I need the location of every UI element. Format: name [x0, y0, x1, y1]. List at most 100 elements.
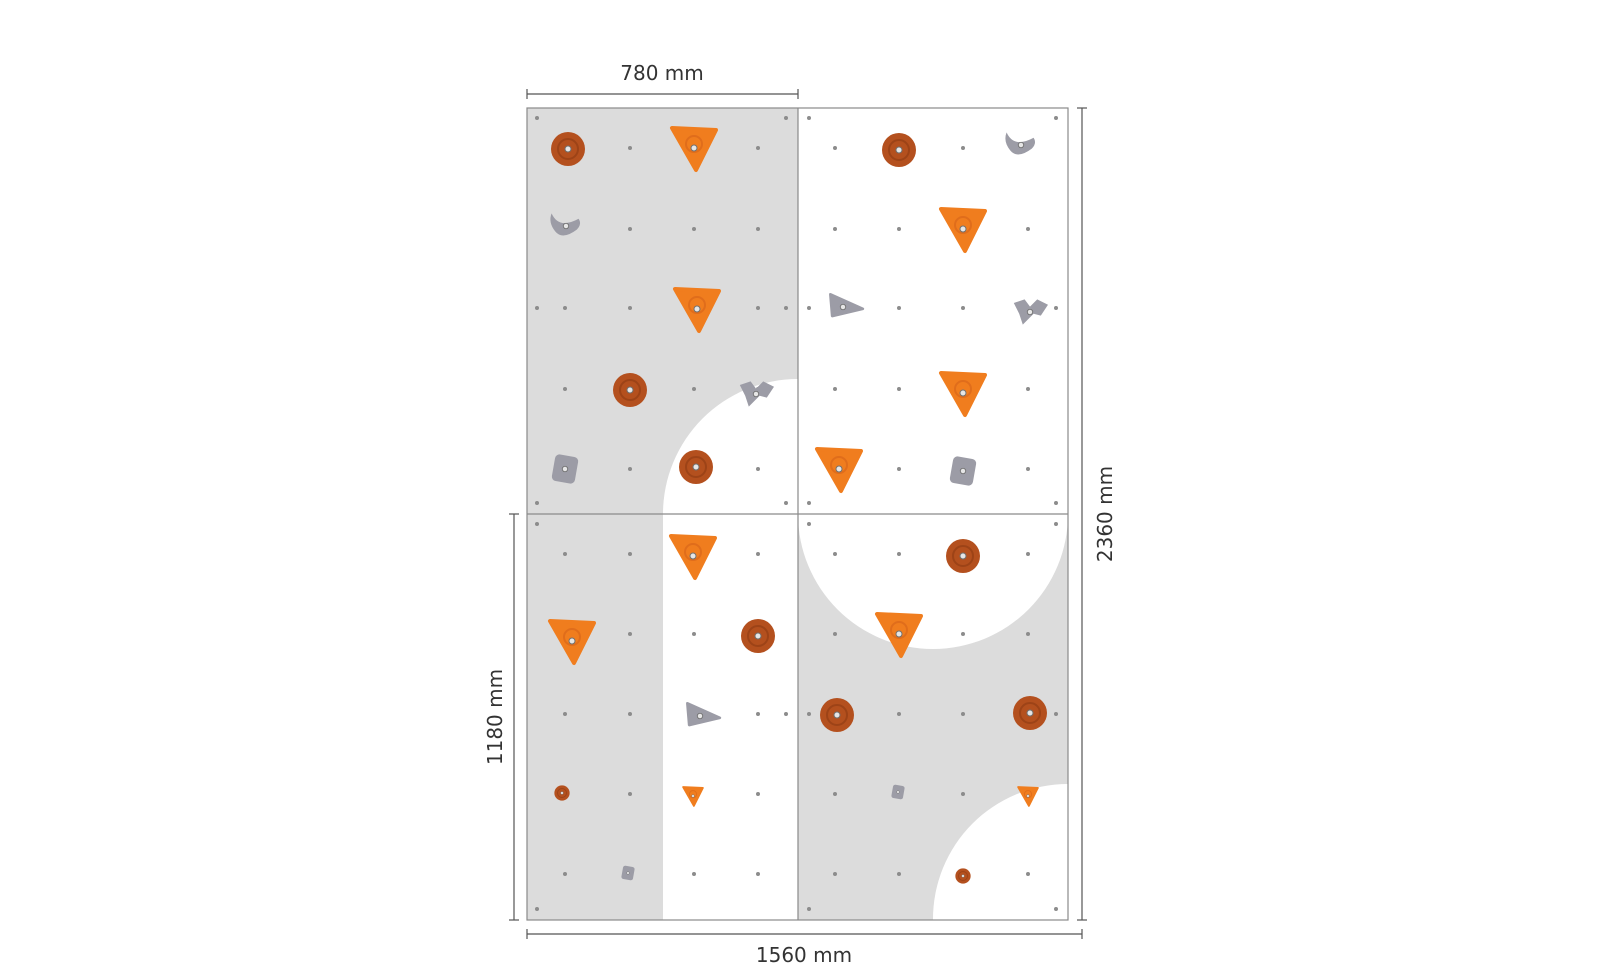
bolt-dot	[961, 792, 965, 796]
bolt-dot	[833, 792, 837, 796]
bolt-dot	[535, 116, 539, 120]
bolt-dot	[563, 387, 567, 391]
bolt-dot	[692, 872, 696, 876]
bolt-dot	[833, 632, 837, 636]
hold-pinch-gray	[686, 702, 722, 727]
bolt-dot	[756, 552, 760, 556]
hold-round-brown	[1013, 696, 1047, 730]
dimension-lines	[509, 89, 1087, 939]
hold-square-gray	[949, 456, 977, 486]
panel-top-left	[527, 108, 798, 514]
hold-sloper-gray	[1013, 299, 1048, 325]
dimension-bottom-width: 1560 mm	[756, 943, 852, 967]
bolt-dot	[807, 306, 811, 310]
bolt-dot	[1026, 552, 1030, 556]
bolt-dot	[563, 306, 567, 310]
bolt-dot	[1026, 227, 1030, 231]
dimension-left-height: 1180 mm	[483, 669, 507, 765]
wall-panels	[527, 108, 1068, 920]
dimension-right-height: 2360 mm	[1093, 466, 1117, 562]
climbing-holds	[548, 126, 1048, 884]
bolt-dot	[628, 146, 632, 150]
bolt-dot	[897, 712, 901, 716]
bolt-dot	[535, 306, 539, 310]
hold-triangle-orange	[669, 534, 717, 580]
bolt-dot	[756, 227, 760, 231]
hold-triangle-orange	[875, 612, 923, 658]
bolt-dot	[833, 872, 837, 876]
bolt-dot	[628, 467, 632, 471]
bolt-dot	[1026, 387, 1030, 391]
bolt-dot	[807, 907, 811, 911]
hold-triangle-orange	[939, 371, 987, 417]
bolt-dot	[1026, 632, 1030, 636]
bolt-dot	[692, 632, 696, 636]
hold-round-brown	[613, 373, 647, 407]
panel-bottom-left	[527, 514, 663, 920]
hold-crimp-gray	[550, 213, 581, 236]
bolt-dot	[961, 146, 965, 150]
hold-triangle-orange	[548, 619, 596, 665]
bolt-dot	[563, 712, 567, 716]
bolt-dot	[833, 146, 837, 150]
bolt-dot	[628, 792, 632, 796]
hold-square-gray	[621, 865, 635, 881]
bolt-dot	[756, 792, 760, 796]
bolt-dot	[756, 306, 760, 310]
hold-pinch-gray	[829, 293, 865, 318]
bolt-dot	[628, 632, 632, 636]
bolt-dot	[807, 501, 811, 505]
bolt-dot	[1054, 907, 1058, 911]
bolt-dot	[692, 227, 696, 231]
bolt-dot	[897, 467, 901, 471]
bolt-dot	[897, 552, 901, 556]
bolt-dot	[628, 712, 632, 716]
hold-round-brown	[551, 132, 585, 166]
hold-sloper-gray	[739, 381, 774, 407]
bolt-dot	[784, 116, 788, 120]
bolt-dot	[756, 712, 760, 716]
hold-round-brown	[554, 785, 570, 801]
hold-crimp-gray	[1005, 132, 1036, 155]
bolt-dot	[897, 872, 901, 876]
hold-round-brown	[946, 539, 980, 573]
bolt-dot	[1054, 306, 1058, 310]
bolt-dot	[1026, 872, 1030, 876]
bolt-dot	[756, 146, 760, 150]
bolt-dot	[535, 522, 539, 526]
bolt-dot	[563, 872, 567, 876]
bolt-dot	[897, 227, 901, 231]
bolt-dot	[1026, 467, 1030, 471]
dimension-top-width: 780 mm	[620, 61, 704, 85]
hold-triangle-orange	[682, 786, 704, 807]
hold-triangle-orange	[939, 207, 987, 253]
bolt-dot	[897, 306, 901, 310]
hold-round-brown	[820, 698, 854, 732]
bolt-dot	[756, 872, 760, 876]
bolt-dot	[1054, 522, 1058, 526]
hold-square-gray	[551, 454, 579, 484]
bolt-dot	[784, 712, 788, 716]
bolt-dot	[535, 907, 539, 911]
bolt-dot	[756, 467, 760, 471]
hold-triangle-orange	[673, 287, 721, 333]
bolt-dot	[897, 387, 901, 391]
bolt-dot	[1054, 116, 1058, 120]
bolt-dot	[628, 227, 632, 231]
bolt-dot	[961, 712, 965, 716]
hold-round-brown	[955, 868, 971, 884]
bolt-dot	[692, 387, 696, 391]
bolt-dot	[807, 712, 811, 716]
hold-round-brown	[741, 619, 775, 653]
bolt-dot	[1054, 712, 1058, 716]
hold-triangle-orange	[670, 126, 718, 172]
hold-round-brown	[882, 133, 916, 167]
panel-bottom-right	[798, 514, 1068, 920]
hold-square-gray	[891, 784, 905, 800]
panel-borders	[526, 107, 1069, 921]
bolt-dot	[535, 501, 539, 505]
hold-triangle-orange	[815, 447, 863, 493]
bolt-dot	[628, 306, 632, 310]
bolt-dot	[807, 522, 811, 526]
